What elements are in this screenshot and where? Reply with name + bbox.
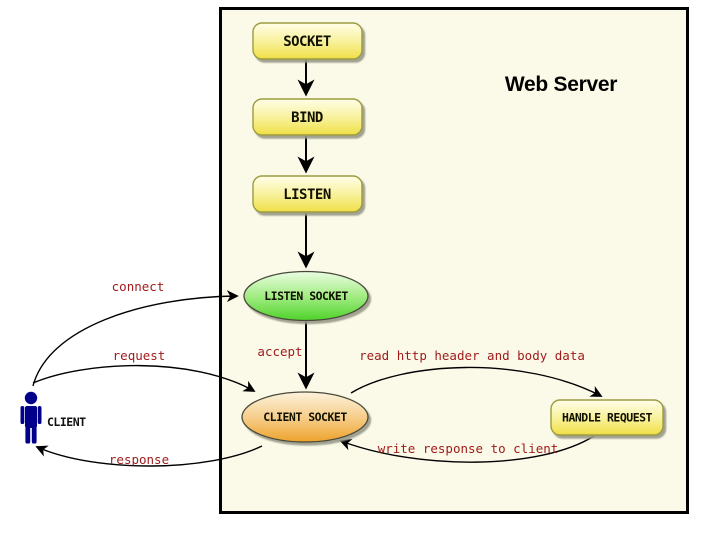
node-client-socket-label: CLIENT SOCKET [263,410,347,424]
client-actor-torso [25,406,37,428]
client-actor-left-arm [20,406,25,424]
node-socket-box [252,22,363,60]
arrow-write-response [339,435,595,463]
node-bind-box [252,98,363,136]
node-listen-socket-label: LISTEN SOCKET [264,289,348,303]
edge-label-connect: connect [112,279,165,294]
node-bind-label: BIND [291,110,323,126]
node-socket: SOCKET [252,22,363,60]
client-actor-left-leg [25,427,31,444]
client-actor-head [24,391,38,405]
edge-label-write-response: write response to client [378,441,559,456]
node-bind: BIND [252,98,363,136]
node-socket-label: SOCKET [283,34,331,50]
node-client-socket-ellipse [241,391,369,443]
arrow-request [32,364,256,392]
arrow-read-request [350,366,603,397]
arrow-connect [32,290,239,387]
client-actor [20,391,42,444]
node-handle-request: HANDLE REQUEST [550,399,664,436]
client-actor-label: CLIENT [47,415,86,429]
node-listen-socket-ellipse [243,270,369,322]
node-listen-label: LISTEN [283,187,331,203]
client-actor-right-leg [31,427,37,444]
edge-label-read-http: read http header and body data [359,348,585,363]
node-listen-socket: LISTEN SOCKET [243,270,369,322]
edge-label-accept: accept [257,344,302,359]
arrow-response [35,445,263,467]
edge-label-request: request [113,348,166,363]
web-server-title: Web Server [505,73,617,96]
node-handle-request-label: HANDLE REQUEST [562,411,653,425]
edge-label-response: response [109,452,169,467]
node-listen: LISTEN [252,175,363,213]
client-actor-right-arm [37,406,42,424]
node-client-socket: CLIENT SOCKET [241,391,369,443]
node-handle-request-box [550,399,664,436]
node-listen-box [252,175,363,213]
